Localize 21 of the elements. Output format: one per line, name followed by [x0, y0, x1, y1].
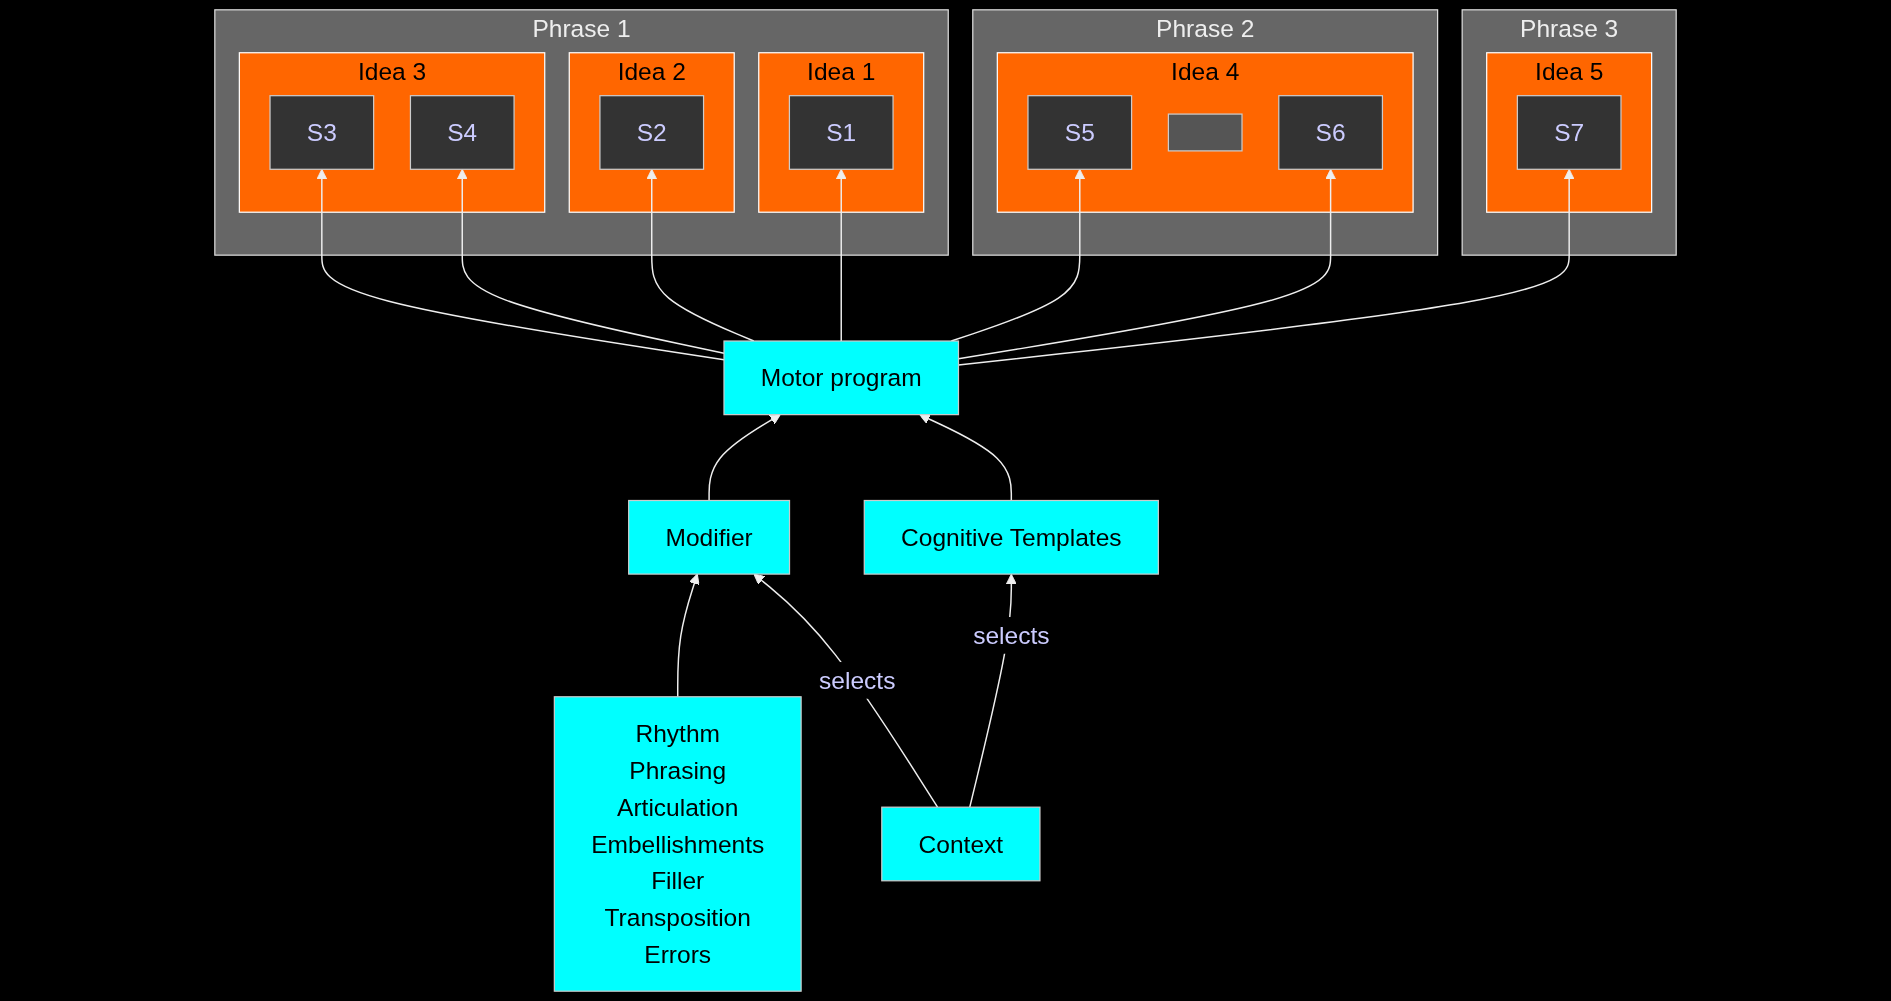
node-box: S1: [788, 95, 894, 170]
node-box: S4: [409, 95, 515, 170]
edge-label: selects: [973, 621, 1050, 649]
node-bar: [1167, 113, 1243, 152]
node-box: S7: [1516, 95, 1622, 170]
arrow: [919, 413, 1013, 502]
node-box: Cognitive Templates: [863, 499, 1159, 575]
edge-label: selects: [819, 666, 896, 694]
node-box: S3: [269, 95, 375, 170]
node-box: S6: [1278, 95, 1384, 170]
arrow: [753, 573, 939, 808]
arrow: [708, 414, 781, 502]
arrow: [835, 168, 847, 342]
arrow: [646, 168, 755, 342]
node-box: Rhythm Phrasing Articulation Embellishments Filler Transposition Errors: [553, 696, 802, 992]
node-box: Modifier: [628, 499, 791, 575]
node-box: Motor program: [723, 340, 960, 416]
node-box: S5: [1027, 95, 1133, 170]
node-box: Context: [881, 806, 1041, 882]
node-box: S2: [599, 95, 705, 170]
arrow: [677, 573, 700, 698]
